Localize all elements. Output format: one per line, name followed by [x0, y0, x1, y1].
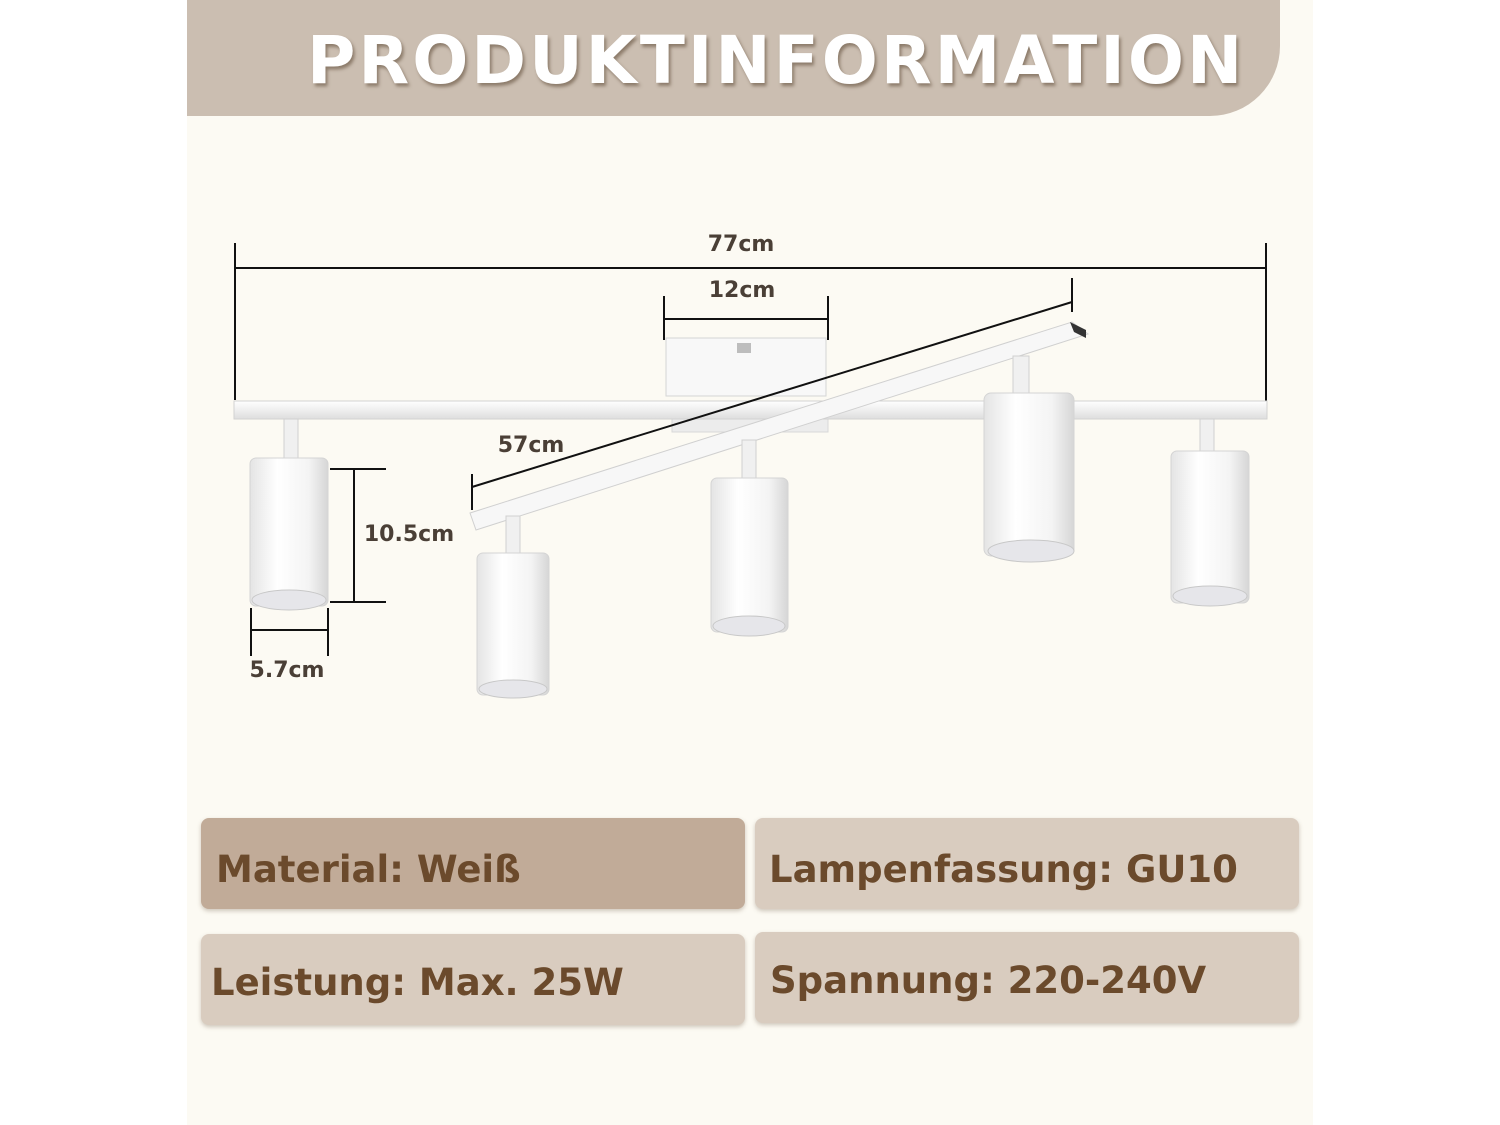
spotlight-1	[249, 418, 329, 611]
label-total-length: 77cm	[708, 232, 775, 257]
dimension-bar-length: 57cm	[471, 278, 1073, 510]
spec-voltage-box: Spannung: 220-240V	[755, 932, 1299, 1023]
header-banner: PRODUKTINFORMATION	[187, 0, 1280, 116]
spec-voltage: Spannung: 220-240V	[770, 959, 1207, 1002]
spec-power-box: Leistung: Max. 25W	[201, 934, 745, 1025]
label-spot-height: 10.5cm	[364, 522, 454, 547]
spotlight-3	[710, 439, 789, 637]
spec-power: Leistung: Max. 25W	[211, 961, 624, 1004]
dimension-spot-diameter: 5.7cm	[250, 608, 329, 683]
dimension-spot-height: 10.5cm	[330, 468, 454, 603]
spotlight-2	[476, 515, 550, 699]
label-base-width: 12cm	[709, 278, 776, 303]
dimension-base-width: 12cm	[663, 278, 829, 340]
spec-material-box: Material: Weiß	[201, 818, 745, 909]
spec-material: Material: Weiß	[216, 848, 521, 891]
page-title: PRODUKTINFORMATION	[307, 22, 1246, 99]
spec-socket-box: Lampenfassung: GU10	[755, 818, 1299, 909]
dimension-total-length: 77cm	[234, 232, 1267, 410]
product-drawing: 77cm 12cm 57cm	[233, 232, 1268, 699]
label-spot-diameter: 5.7cm	[250, 658, 325, 683]
diagonal-bar	[469, 321, 1090, 531]
label-bar-length: 57cm	[498, 433, 565, 458]
spotlight-4	[983, 355, 1075, 563]
spotlight-5	[1170, 418, 1250, 607]
spec-socket: Lampenfassung: GU10	[769, 848, 1238, 891]
horizontal-bar	[233, 400, 1268, 420]
